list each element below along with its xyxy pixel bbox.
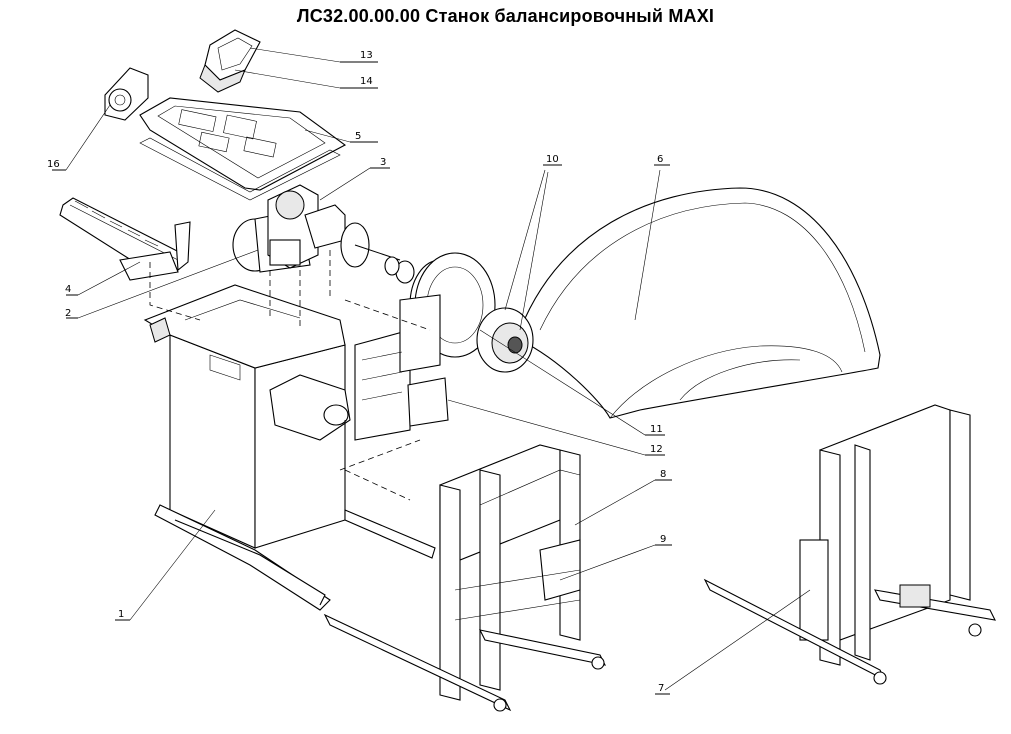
callout-8: 8 [660,469,666,480]
assembly-guide-lines [149,250,431,501]
cabinet-frame [143,284,436,611]
callout-12: 12 [650,444,663,455]
control-panel-tray [139,97,347,201]
callout-2: 2 [65,308,71,319]
sensor-bracket [104,67,149,121]
measuring-arm [59,197,191,281]
callout-14: 14 [360,76,373,87]
wheel-lift-trolley [323,444,606,712]
callout-11: 11 [650,424,663,435]
callout-13: 13 [360,50,373,61]
callout-labels: 13 14 5 3 16 4 2 10 6 11 12 8 9 1 7 [47,50,666,694]
drawing-title: ЛС32.00.00.00 Станок балансировочный MAX… [296,6,715,26]
callout-5: 5 [355,131,361,142]
callout-7: 7 [658,683,664,694]
display-unit [199,29,261,93]
callout-6: 6 [657,154,663,165]
callout-3: 3 [380,157,386,168]
callout-1: 1 [118,609,124,620]
leader-lines [52,47,811,695]
callout-4: 4 [65,284,71,295]
callout-16: 16 [47,159,60,170]
shaft-motor-assembly [232,184,401,273]
wheel-guard-hood [519,187,881,419]
callout-10: 10 [546,154,559,165]
callout-9: 9 [660,534,666,545]
wheel-lift-trolley-alt [703,404,996,685]
electronics-boards [354,294,449,441]
